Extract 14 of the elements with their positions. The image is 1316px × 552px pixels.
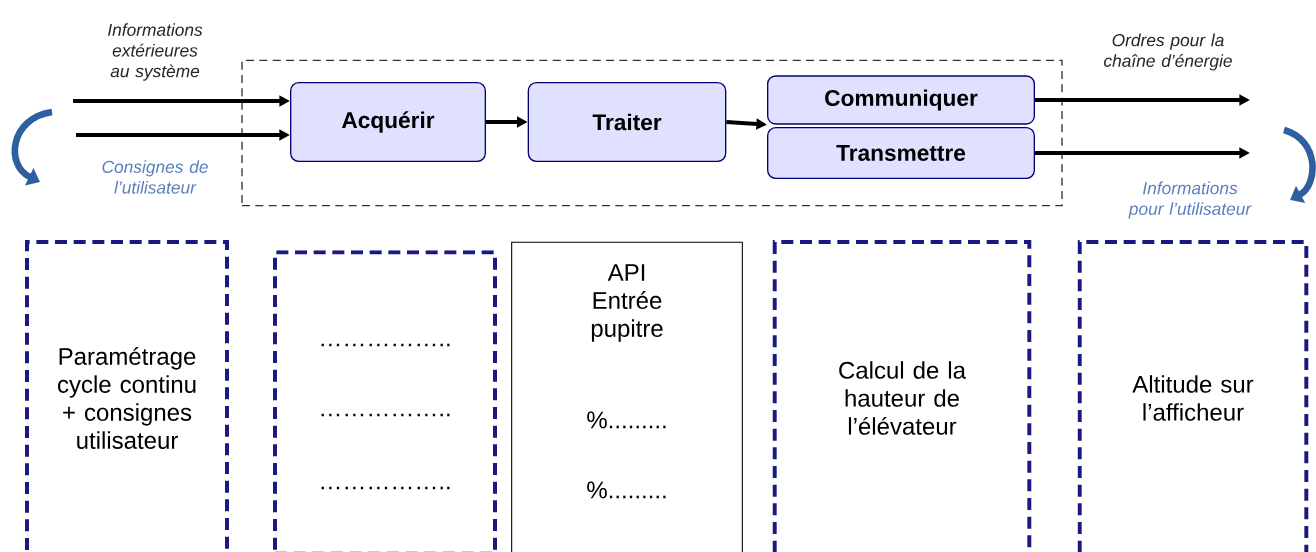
answer-box: …………….. …………….. …………….. [273,250,497,552]
arrow-label: Consignes de l’utilisateur [102,160,208,194]
answer-box: API Entrée pupitre %......... %......... [511,241,743,552]
system-boundary-box [241,59,1063,207]
arrow-label: Informations extérieures au système [108,23,203,81]
function-box: Acquérir [290,82,486,162]
function-box: Communiquer [767,75,1035,125]
function-box: Traiter [527,82,727,162]
arrow-label: Ordres pour la chaîne d’énergie [1104,33,1232,71]
answer-box: Calcul de la hauteur de l’élévateur [772,240,1032,552]
arrow-label: Informations pour l’utilisateur [1128,181,1252,219]
answer-box: Paramétrage cycle continu + consignes utilisateur [25,240,229,552]
function-box: Transmettre [767,127,1035,179]
answer-box: Altitude sur l’afficheur [1077,240,1309,552]
